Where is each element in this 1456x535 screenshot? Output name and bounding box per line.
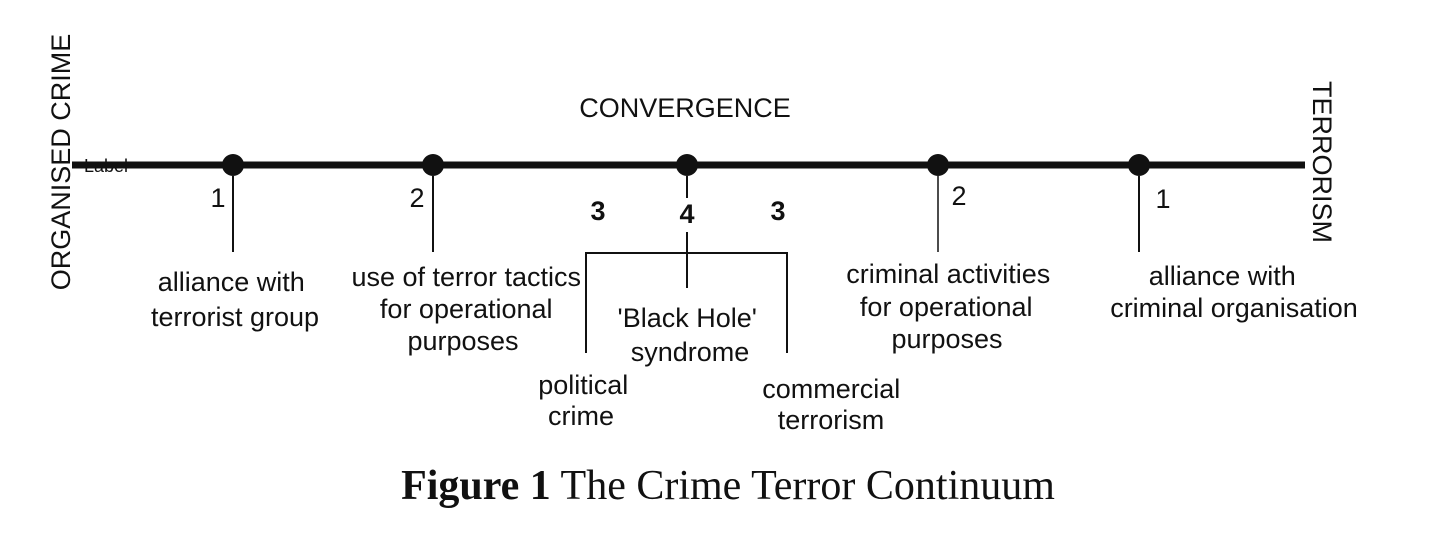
continuum-point-1-left xyxy=(222,154,244,176)
point-2-right-desc: criminal activities for operational purp… xyxy=(846,259,1058,354)
figure-caption: Figure 1 The Crime Terror Continuum xyxy=(0,462,1456,510)
point-1-right-desc: alliance with criminal organisation xyxy=(1110,261,1358,323)
continuum-point-1-right xyxy=(1128,154,1150,176)
right-pole-label: TERRORISM xyxy=(1307,81,1337,243)
figure-caption-label: Figure 1 xyxy=(401,463,551,509)
point-2-right-number: 2 xyxy=(951,181,966,211)
continuum-point-2-left xyxy=(422,154,444,176)
figure-caption-text: The Crime Terror Continuum xyxy=(560,463,1055,509)
continuum-point-2-right xyxy=(927,154,949,176)
continuum-point-4-center xyxy=(676,154,698,176)
point-4-desc: 'Black Hole' syndrome xyxy=(618,303,765,367)
point-2-left-number: 2 xyxy=(409,183,424,213)
convergence-right-desc: commercial terrorism xyxy=(762,374,908,435)
convergence-right-number: 3 xyxy=(770,196,785,226)
convergence-left-desc: political crime xyxy=(538,370,636,431)
convergence-bracket xyxy=(585,252,788,353)
convergence-left-number: 3 xyxy=(590,196,605,226)
point-1-left-number: 1 xyxy=(210,183,225,213)
convergence-label: CONVERGENCE xyxy=(579,93,791,123)
point-1-left-desc: alliance with terrorist group xyxy=(151,267,319,332)
axis-tag: Label xyxy=(84,156,128,176)
left-pole-label: ORGANISED CRIME xyxy=(46,34,76,291)
point-1-right-number: 1 xyxy=(1155,184,1170,214)
point-4-number: 4 xyxy=(679,199,694,229)
point-2-left-desc: use of terror tactics for operational pu… xyxy=(351,262,588,356)
crime-terror-continuum-diagram: ORGANISED CRIME TERRORISM Label CONVERGE… xyxy=(46,34,1358,435)
